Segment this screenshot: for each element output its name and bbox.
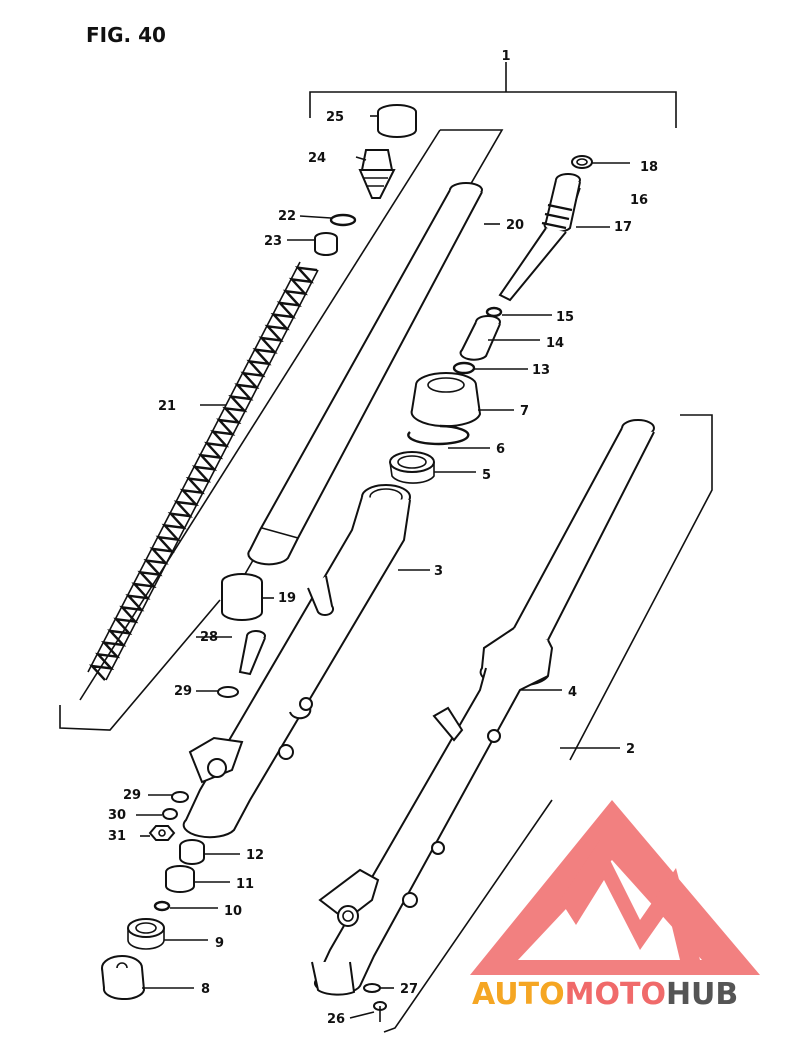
part-26-bolt	[373, 1001, 387, 1022]
watermark-m-icon	[560, 840, 700, 960]
callout-24: 24	[308, 151, 326, 166]
part-22-o-ring	[329, 213, 357, 227]
watermark-moto: MOTO	[565, 977, 666, 1012]
callout-26: 26	[327, 1012, 345, 1027]
watermark-hub: HUB	[666, 977, 738, 1012]
callout-1: 1	[501, 49, 510, 64]
part-29-washer-upper	[217, 686, 239, 698]
callout-6: 6	[496, 442, 505, 457]
leader-line	[575, 187, 581, 201]
callout-29-upper: 29	[174, 684, 192, 699]
part-7-dust-seal	[410, 372, 482, 428]
callout-30: 30	[108, 808, 126, 823]
callout-3: 3	[434, 564, 443, 579]
callout-14: 14	[546, 336, 564, 351]
callout-29-lower: 29	[123, 788, 141, 803]
leader-line	[349, 1011, 375, 1019]
callout-5: 5	[482, 468, 491, 483]
leader-line	[299, 215, 332, 219]
part-27-washer	[363, 983, 381, 993]
watermark-auto: AUTO	[472, 977, 565, 1012]
part-25-cap	[377, 104, 417, 138]
part-20-fork-tube	[247, 182, 483, 566]
watermark-text: AUTOMOTOHUB	[472, 977, 738, 1012]
callout-4: 4	[568, 685, 577, 700]
part-18-nut	[571, 155, 593, 169]
callout-23: 23	[264, 234, 282, 249]
callout-12: 12	[246, 848, 264, 863]
part-11-piece	[165, 865, 195, 893]
callout-7: 7	[520, 404, 529, 419]
part-8-gear-nut	[101, 955, 146, 1001]
callout-21: 21	[158, 399, 176, 414]
part-5-oil-seal	[389, 451, 435, 484]
part-30-spring-washer	[162, 808, 178, 820]
callout-27: 27	[400, 982, 418, 997]
part-15-ring	[485, 306, 503, 318]
assembly-bracket-2	[383, 414, 713, 1033]
part-14-piece	[459, 315, 501, 361]
callout-10: 10	[224, 904, 242, 919]
callout-leaders	[136, 115, 630, 1019]
callout-13: 13	[532, 363, 550, 378]
callout-15: 15	[556, 310, 574, 325]
callout-20: 20	[506, 218, 524, 233]
callout-22: 22	[278, 209, 296, 224]
part-3-outer-tube	[182, 484, 411, 839]
part-21-spring	[87, 261, 319, 681]
callout-28: 28	[200, 630, 218, 645]
callout-17: 17	[614, 220, 632, 235]
callout-31: 31	[108, 829, 126, 844]
callout-16: 16	[630, 193, 648, 208]
part-12-nut	[179, 839, 205, 865]
callout-2: 2	[626, 742, 635, 757]
part-13-ring	[452, 361, 476, 375]
part-31-nut	[148, 825, 176, 841]
part-16-17-damper-rod	[498, 173, 581, 302]
part-29-washer-lower	[171, 791, 189, 803]
assembly-bracket-1	[309, 62, 677, 128]
callout-25: 25	[326, 110, 344, 125]
callout-labels: 1 2 3 4 5 6 7 8 9 10 11 12 13 14 15 16 1…	[108, 49, 658, 1027]
part-28-bolt	[238, 630, 266, 676]
callout-9: 9	[215, 936, 224, 951]
part-10-ring	[153, 900, 171, 912]
part-24-bolt	[358, 149, 396, 199]
part-4-2-fork-assembly	[311, 419, 655, 996]
part-23-spacer	[314, 232, 338, 256]
part-9-seal	[127, 918, 165, 950]
callout-11: 11	[236, 877, 254, 892]
leader-line	[355, 156, 367, 161]
figure-title: FIG. 40	[86, 23, 166, 47]
part-19-bushing	[221, 573, 263, 621]
callout-18: 18	[640, 160, 658, 175]
watermark-logo	[470, 800, 760, 975]
callout-8: 8	[201, 982, 210, 997]
callout-19: 19	[278, 591, 296, 606]
part-6-circlip	[407, 424, 470, 446]
